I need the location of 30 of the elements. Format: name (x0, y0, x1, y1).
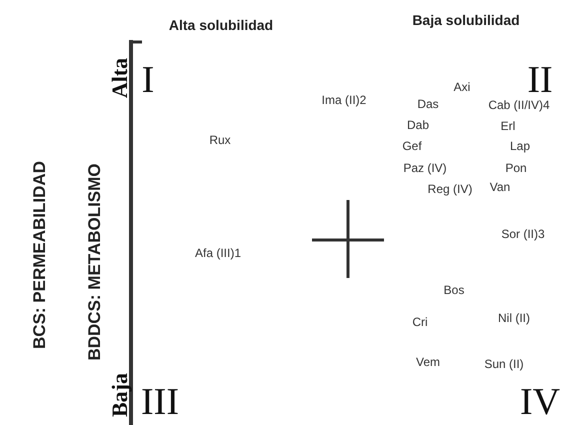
drug-label: Erl (500, 119, 516, 133)
drug-label: Ima (II)2 (322, 93, 366, 107)
drug-label: Cab (II/IV)4 (488, 98, 550, 112)
quadrant-number: IV (520, 380, 560, 424)
axis-level-label: Alta (107, 58, 133, 98)
drug-label: Lap (510, 139, 530, 153)
axis-title: BDDCS: METABOLISMO (85, 163, 105, 361)
drug-label: Sun (II) (484, 357, 524, 371)
drug-label: Nil (II) (498, 311, 530, 325)
drug-label: Das (417, 97, 439, 111)
quadrant-number: II (527, 58, 553, 101)
quadrant-number: I (142, 58, 154, 102)
drug-label: Afa (III)1 (195, 246, 241, 260)
drug-label: Sor (II)3 (501, 227, 545, 241)
drug-label: Vem (416, 355, 440, 369)
axis-level-label: Baja (107, 373, 133, 417)
column-heading: Baja solubilidad (412, 12, 520, 28)
drug-label: Rux (209, 133, 231, 147)
drug-label: Paz (IV) (403, 161, 447, 175)
drug-label: Gef (402, 139, 422, 153)
drug-label: Axi (454, 80, 470, 94)
drug-label: Cri (412, 315, 428, 329)
drug-label: Pon (505, 161, 527, 175)
drug-label: Bos (444, 283, 464, 297)
axis-title: BCS: PERMEABILIDAD (30, 161, 50, 349)
column-heading: Alta solubilidad (168, 17, 274, 33)
drug-label: Reg (IV) (428, 182, 472, 196)
drug-label: Dab (407, 118, 429, 132)
drug-label: Van (490, 180, 510, 194)
quadrant-number: III (141, 380, 179, 424)
